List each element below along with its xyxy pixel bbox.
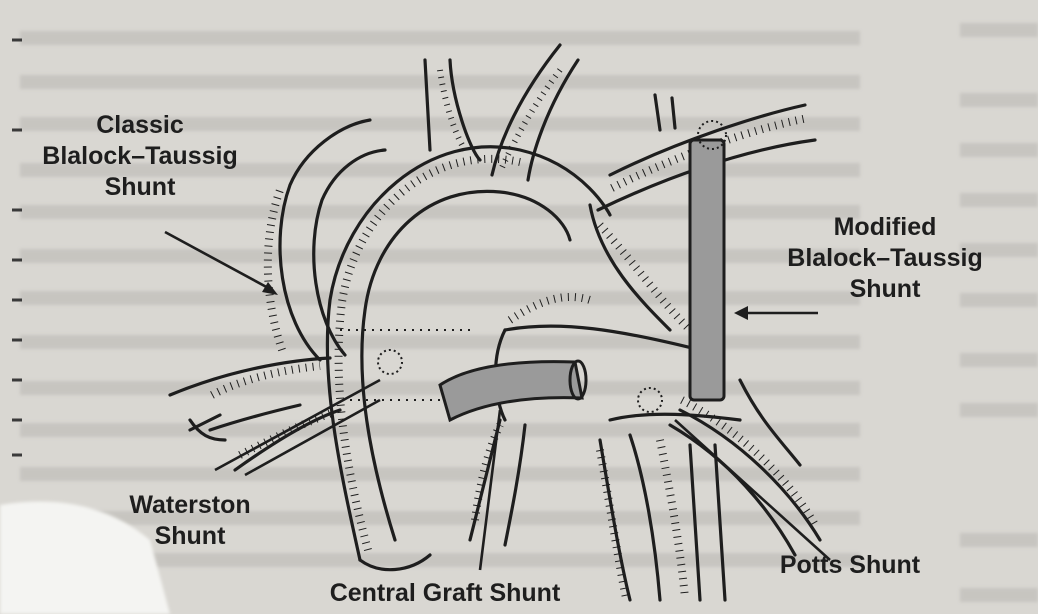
classic-bt-label-line1: Classic: [20, 110, 260, 141]
modified-bt-label-line1: Modified: [750, 212, 1020, 243]
central-graft-label: Central Graft Shunt: [285, 578, 605, 609]
left-carotid: [425, 60, 430, 150]
leader-waterston-b: [245, 400, 380, 475]
arrowhead-modified: [734, 306, 748, 320]
waterston-label-line1: Waterston: [110, 490, 270, 521]
waterston-label-line2: Shunt: [110, 521, 270, 552]
leader-potts: [675, 420, 830, 560]
central-graft-label-text: Central Graft Shunt: [285, 578, 605, 609]
classic-bt-label-line3: Shunt: [20, 172, 260, 203]
pulmonary-trunk-base-b: [505, 425, 525, 545]
classic-bt-label-line2: Blalock–Taussig: [20, 141, 260, 172]
modified-bt-label-line3: Shunt: [750, 274, 1020, 305]
potts-label-text: Potts Shunt: [745, 550, 955, 581]
modified-bt-label: Modified Blalock–Taussig Shunt: [750, 212, 1020, 305]
modified-bt-graft: [690, 140, 724, 400]
modified-bt-label-line2: Blalock–Taussig: [750, 243, 1020, 274]
waterston-label: Waterston Shunt: [110, 490, 270, 552]
central-graft: [440, 362, 582, 420]
potts-label: Potts Shunt: [745, 550, 955, 581]
classic-bt-label: Classic Blalock–Taussig Shunt: [20, 110, 260, 203]
